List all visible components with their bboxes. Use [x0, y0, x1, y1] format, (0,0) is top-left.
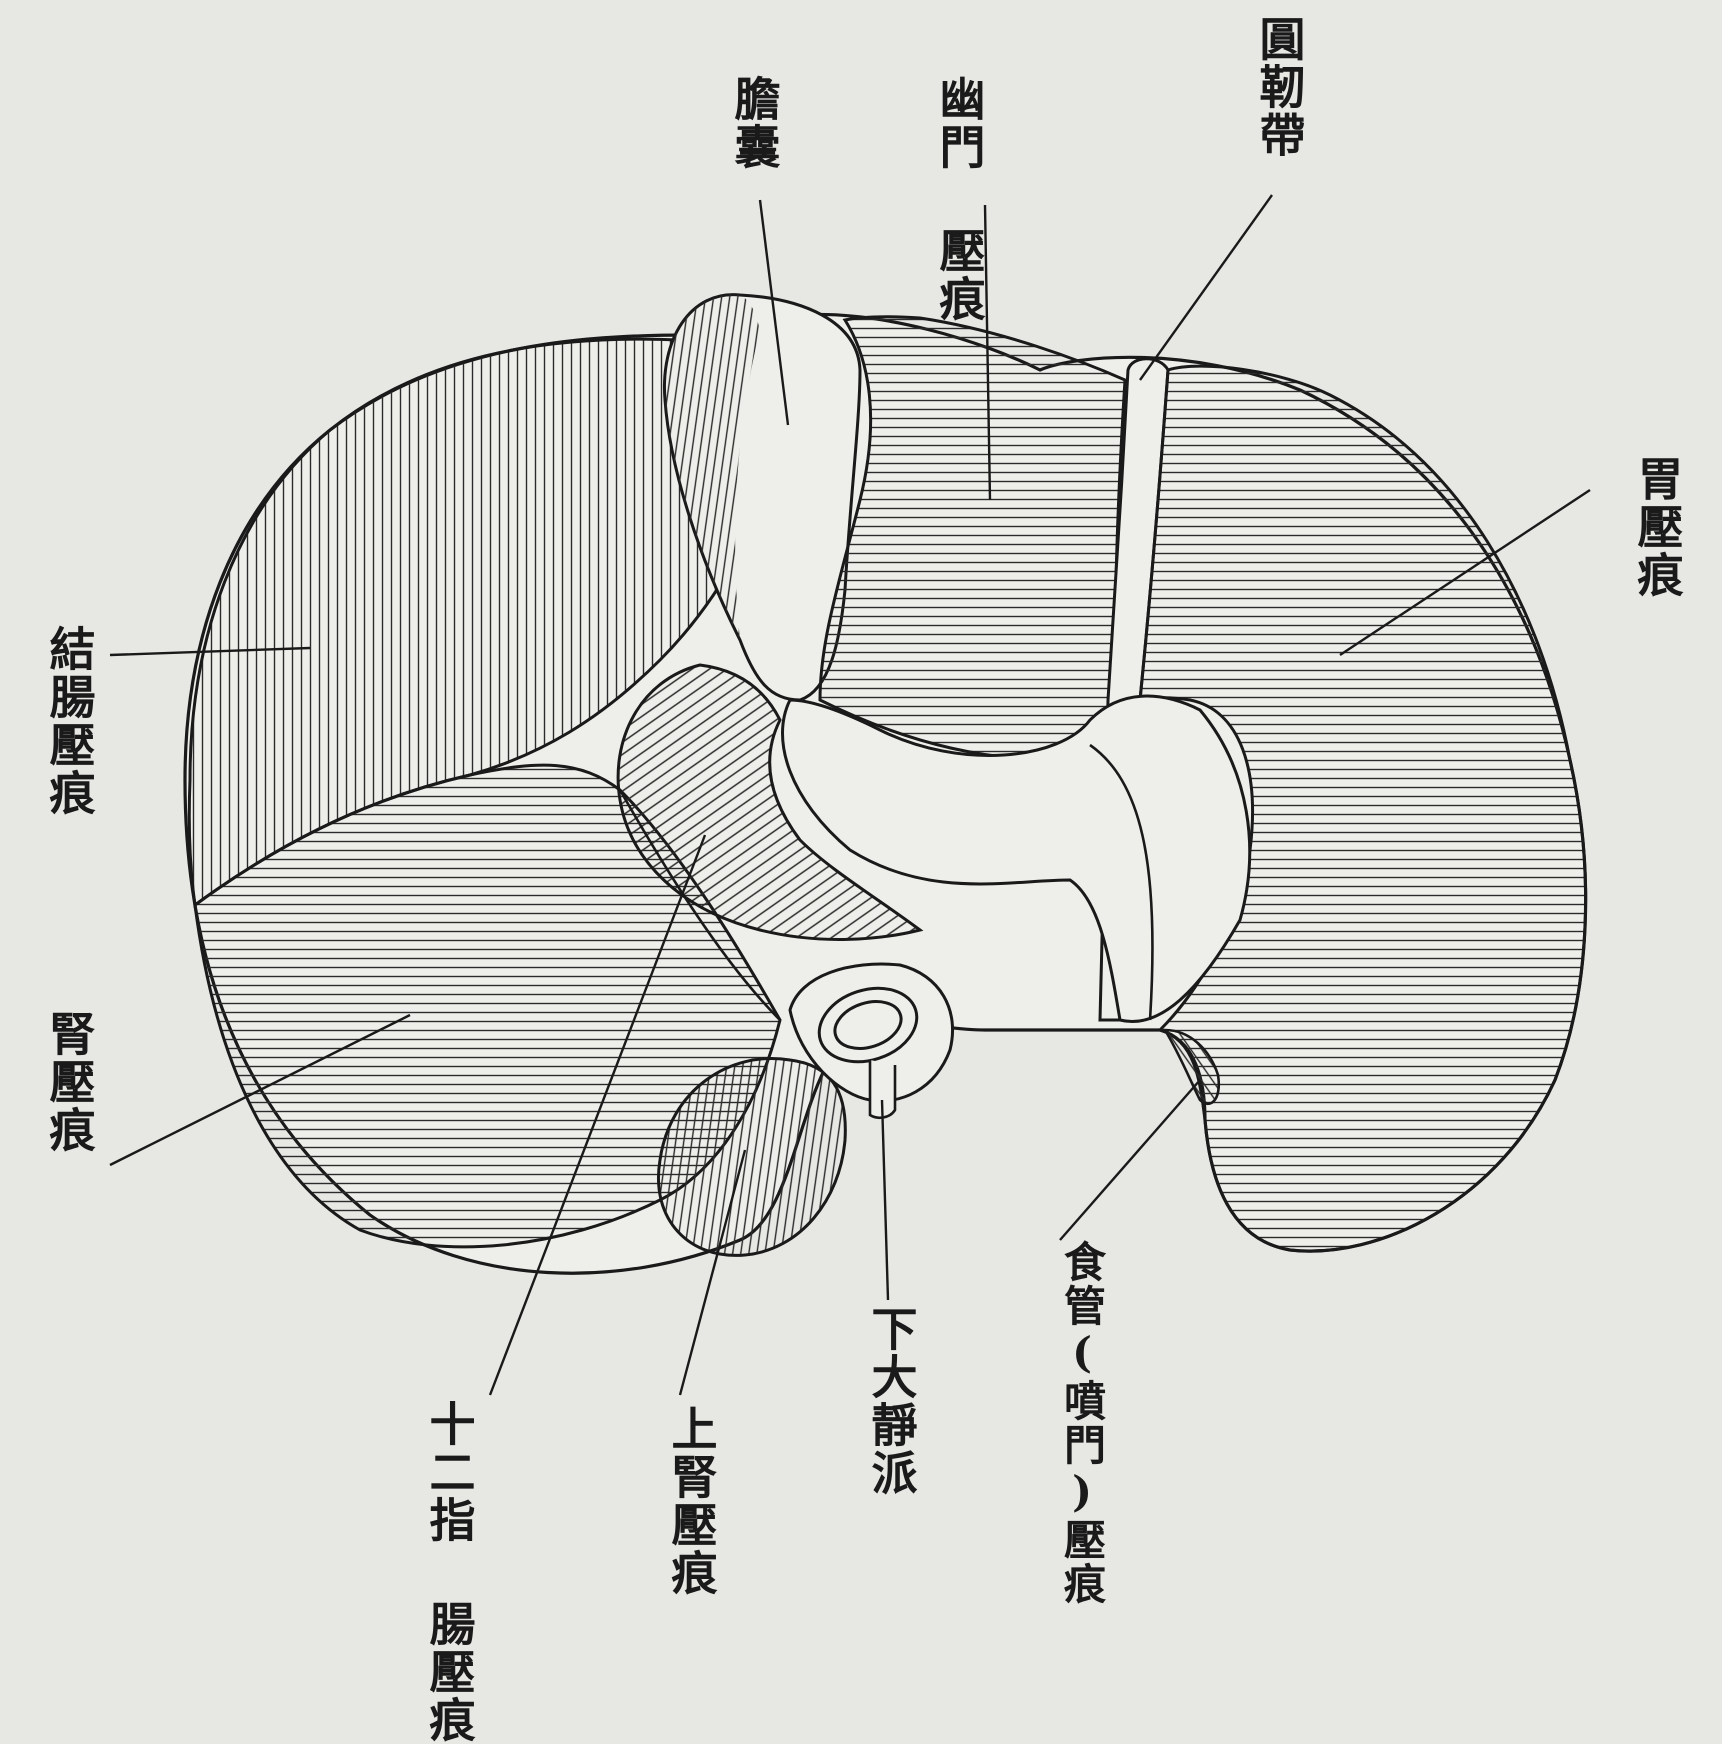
leader-round-ligament: [1140, 195, 1272, 380]
label-renal-3: 痕: [43, 1106, 97, 1154]
label-renal-1: 腎: [43, 1010, 97, 1058]
label-ivc-2: 大: [865, 1353, 919, 1401]
label-ivc-3: 靜: [865, 1401, 919, 1449]
label-round-ligament-2: 靭: [1253, 63, 1307, 111]
label-ivc-1: 下: [865, 1305, 919, 1353]
label-pyloric-col1: 幽門: [933, 75, 987, 171]
label-esophageal-impression: 食管(噴門)壓痕: [1055, 1240, 1108, 1606]
label-pyloric-impression: 幽門 壓痕: [930, 75, 988, 323]
label-colic-1: 結: [43, 625, 97, 673]
leader-esophageal: [1060, 1080, 1200, 1240]
label-duodenal-impression: 十二指 腸壓痕: [420, 1400, 478, 1744]
label-round-ligament-1: 圓: [1253, 15, 1307, 63]
label-gastric-impression: 胃壓痕: [1628, 455, 1686, 599]
label-colic-impression: 結腸壓痕: [40, 625, 98, 817]
label-esophageal-2: (噴門): [1058, 1328, 1107, 1518]
label-gallbladder-1: 膽: [728, 75, 782, 123]
label-esophageal-1: 食管: [1058, 1240, 1107, 1328]
label-ivc-4: 派: [865, 1449, 919, 1497]
label-esophageal-3: 壓痕: [1058, 1518, 1107, 1606]
label-colic-3: 壓: [43, 721, 97, 769]
label-inferior-vena-cava: 下大靜派: [862, 1305, 920, 1497]
label-suprarenal-1: 上: [665, 1405, 719, 1453]
label-colic-4: 痕: [43, 769, 97, 817]
leader-vena-cava: [882, 1100, 888, 1300]
label-gallbladder: 膽囊: [725, 75, 783, 171]
label-suprarenal-3: 壓: [665, 1501, 719, 1549]
label-gastric-3: 痕: [1631, 551, 1685, 599]
label-renal-2: 壓: [43, 1058, 97, 1106]
label-colic-2: 腸: [43, 673, 97, 721]
label-renal-impression: 腎壓痕: [40, 1010, 98, 1154]
label-gastric-1: 胃: [1631, 455, 1685, 503]
label-round-ligament-3: 帶: [1253, 111, 1307, 159]
liver-diagram: 膽囊 幽門 壓痕 圓靭帶 胃壓痕 結腸壓痕 腎壓痕 十二指 腸壓痕 上腎壓痕 下…: [0, 0, 1722, 1642]
label-suprarenal-impression: 上腎壓痕: [662, 1405, 720, 1597]
label-gallbladder-2: 囊: [728, 123, 782, 171]
liver-illustration: [0, 0, 1722, 1642]
label-suprarenal-2: 腎: [665, 1453, 719, 1501]
label-suprarenal-4: 痕: [665, 1549, 719, 1597]
label-round-ligament: 圓靭帶: [1250, 15, 1308, 159]
label-gastric-2: 壓: [1631, 503, 1685, 551]
label-duodenal-col1: 十二指: [423, 1400, 477, 1544]
label-pyloric-col2: 壓痕: [933, 227, 987, 323]
label-duodenal-col2: 腸壓痕: [423, 1600, 477, 1744]
